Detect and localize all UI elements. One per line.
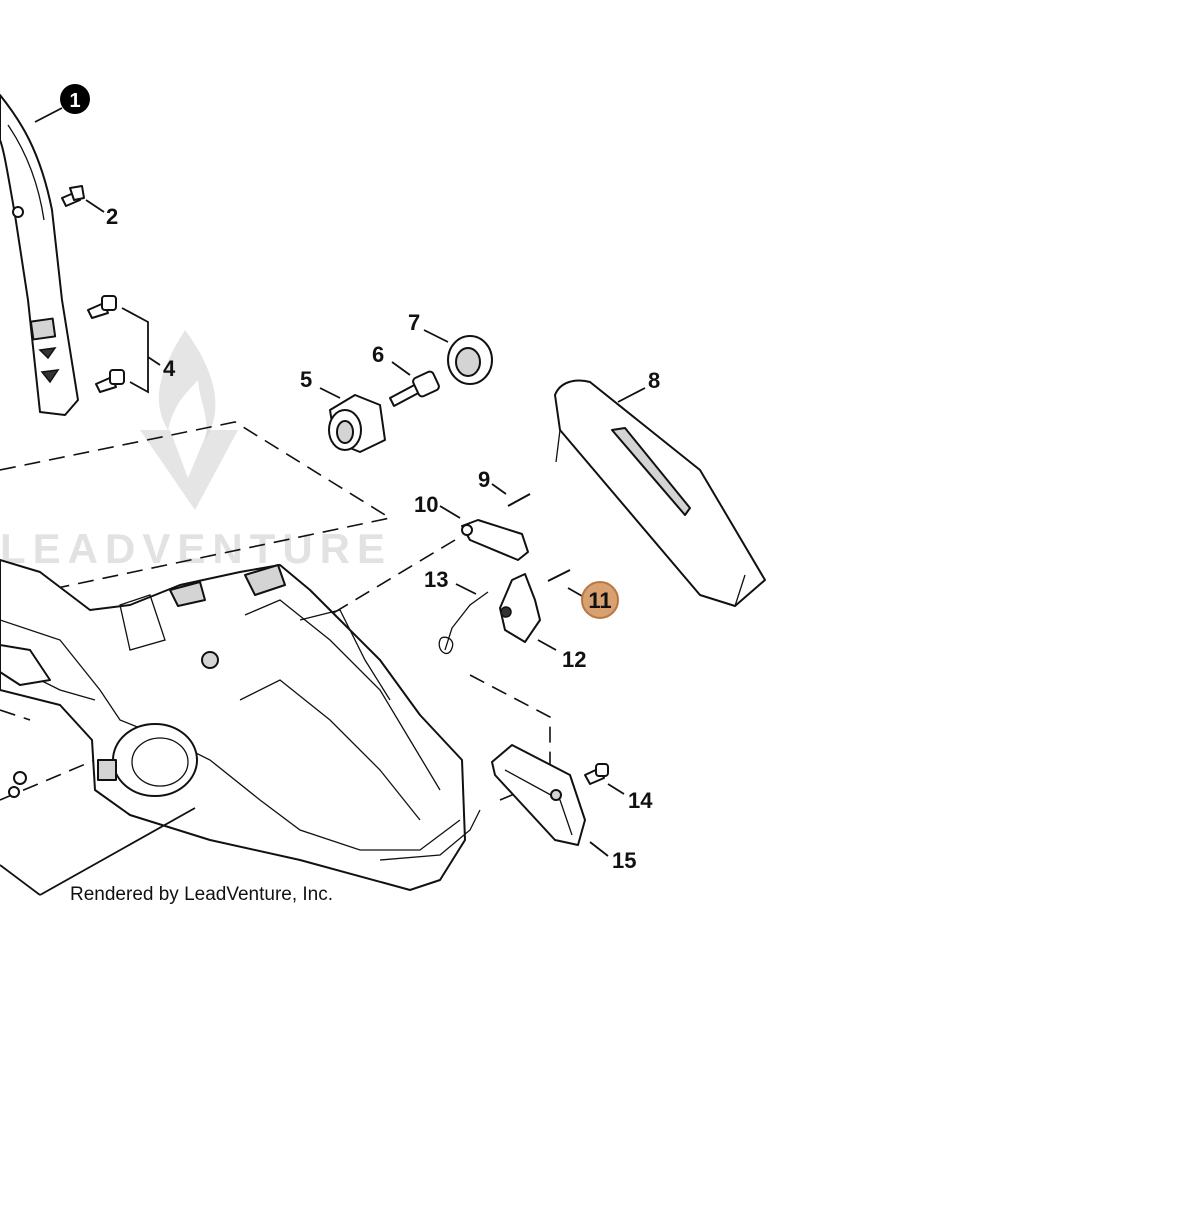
part-15-cover: [491, 744, 586, 846]
part-1-handle: [0, 94, 79, 416]
part-5-cap: [328, 394, 386, 453]
callout-11-label: 11: [588, 588, 611, 613]
callout-2-label: 2: [106, 204, 118, 229]
watermark-logo: [140, 330, 238, 510]
part-7-sleeve: [447, 335, 493, 385]
callout-12-label: 12: [562, 647, 586, 672]
callout-8-label: 8: [648, 368, 660, 393]
credit-text: Rendered by LeadVenture, Inc.: [70, 884, 333, 905]
part-12-bracket: [499, 573, 541, 643]
callout-13-label: 13: [424, 567, 448, 592]
part-housing: [0, 559, 481, 891]
callout-11-badge: [581, 581, 619, 619]
part-2-screw: [61, 185, 85, 207]
callout-5-label: 5: [300, 367, 312, 392]
callout-1-label: 1: [69, 90, 80, 112]
callout-4-label: 4: [163, 356, 176, 381]
callout-10-label: 10: [414, 492, 438, 517]
callout-1-badge: [60, 84, 90, 114]
part-11-pin: [547, 569, 571, 582]
part-10-lever: [461, 519, 529, 561]
part-6-bolt: [389, 370, 440, 407]
part-13-spring: [438, 591, 489, 655]
callout-14-label: 14: [628, 788, 653, 813]
part-9-pin: [507, 493, 531, 507]
part-14-screw: [584, 763, 609, 785]
callout-9-label: 9: [478, 467, 490, 492]
watermark-text: LEADVENTURE: [0, 525, 392, 572]
part-8-hand-guard: [554, 379, 766, 607]
part-4-screws: [87, 295, 125, 393]
callout-7-label: 7: [408, 310, 420, 335]
callout-6-label: 6: [372, 342, 384, 367]
callout-15-label: 15: [612, 848, 636, 873]
